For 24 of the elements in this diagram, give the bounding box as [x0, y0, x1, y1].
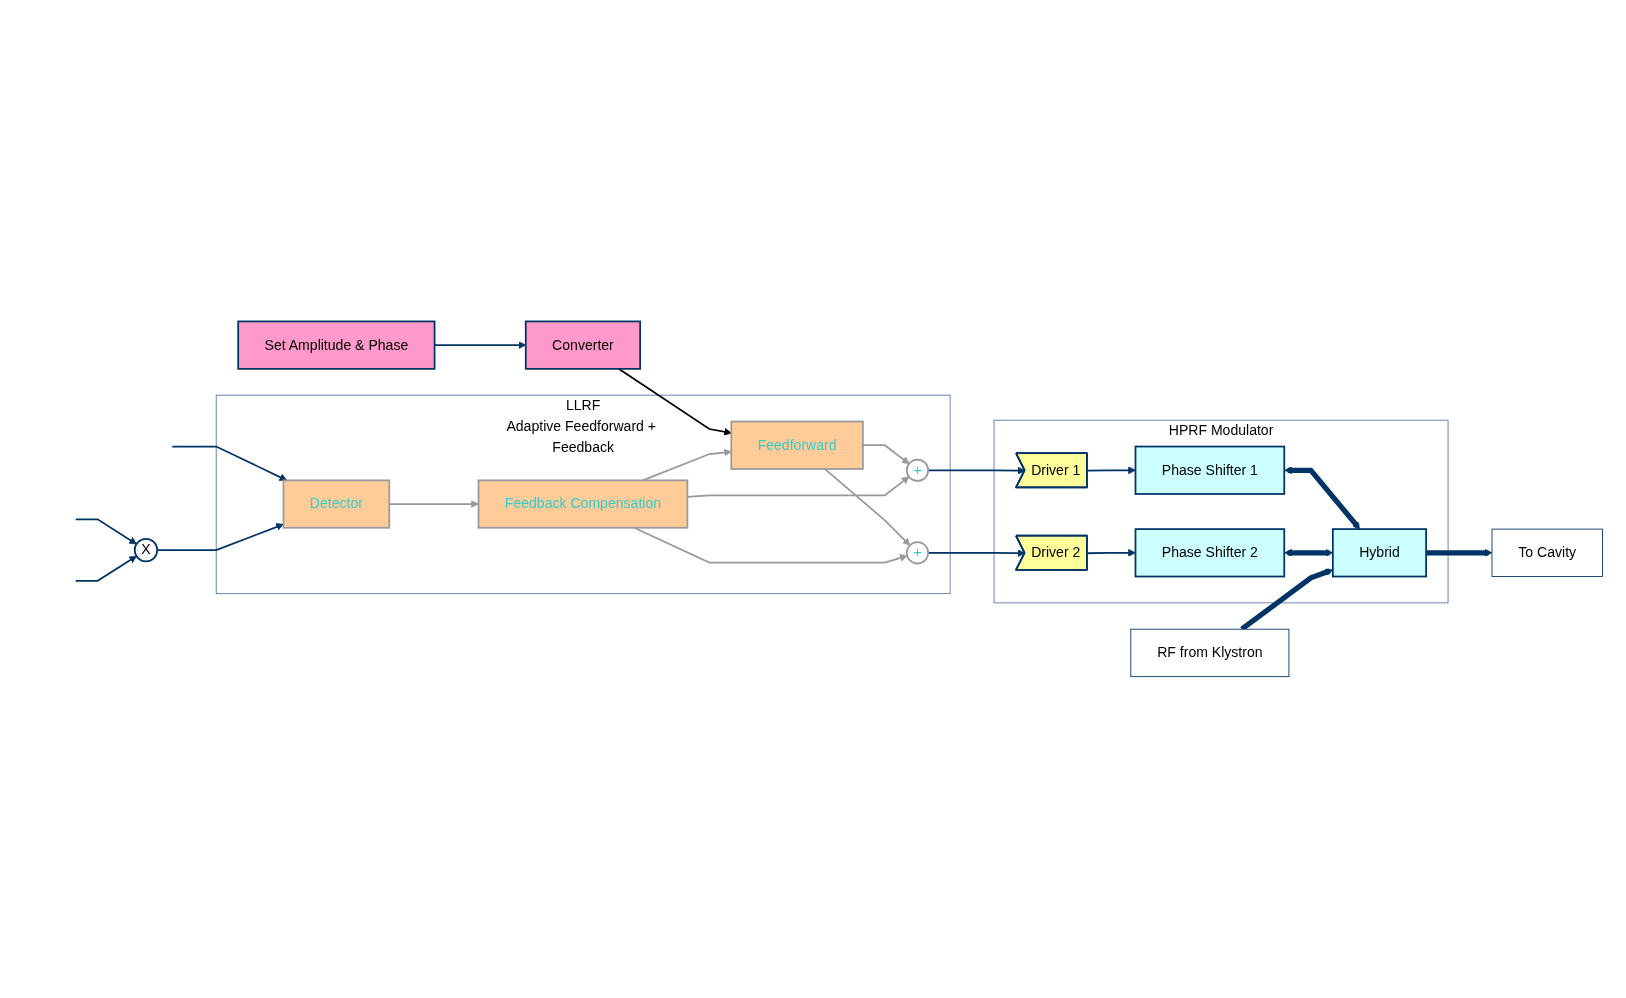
node-box: Set Amplitude & Phase — [237, 320, 436, 370]
arrow — [1284, 548, 1334, 557]
node-box: RF from Klystron — [1130, 628, 1290, 678]
node-circle: + — [906, 541, 930, 565]
arrow — [642, 448, 732, 482]
node-box: Hybrid — [1332, 528, 1428, 578]
arrow — [75, 555, 138, 582]
node-box: To Cavity — [1491, 528, 1604, 577]
arrow — [1284, 466, 1361, 530]
node-box: Phase Shifter 2 — [1134, 528, 1286, 578]
arrow — [633, 526, 908, 564]
node-box: Detector — [282, 479, 391, 529]
arrow — [75, 518, 138, 545]
node-label: Adaptive Feedforward + Feedback — [506, 418, 657, 455]
arrow — [171, 445, 288, 481]
node-box: Phase Shifter 1 — [1134, 445, 1286, 495]
node-circle: + — [906, 458, 930, 482]
arrow — [618, 367, 732, 436]
node-circle: X — [134, 537, 159, 563]
node-box: Converter — [525, 320, 642, 370]
arrow — [824, 468, 911, 546]
arrow — [1426, 548, 1493, 557]
node-box: Feedback Compensation — [477, 479, 689, 529]
node-box: Feedforward — [730, 420, 865, 470]
